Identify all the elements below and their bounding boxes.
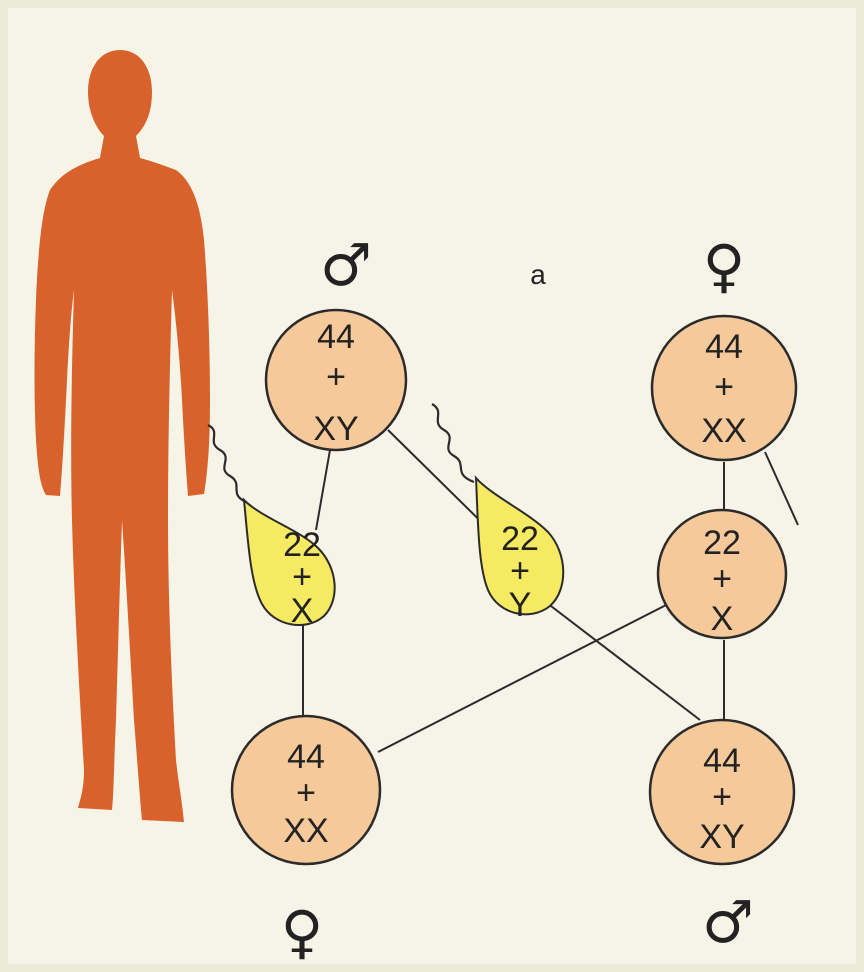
x-sperm-top: 22 xyxy=(283,526,321,564)
father-cell-plus: + xyxy=(326,358,346,396)
male-symbol-icon: ♂ xyxy=(702,888,754,956)
x-sperm-tail xyxy=(207,424,247,504)
cell-circle-icon xyxy=(656,508,788,640)
line-father-to-x-sperm xyxy=(315,449,331,531)
son-cell-plus: + xyxy=(712,778,732,816)
y-sperm-tail xyxy=(431,403,475,484)
female-symbol-icon: ♀ xyxy=(703,232,745,300)
x-sperm: 22 + X xyxy=(242,497,336,630)
father-cell: 44 + XY xyxy=(264,308,408,452)
diagram-label: a xyxy=(530,259,546,290)
sperm-head-icon xyxy=(474,475,565,616)
x-sperm-bottom: X xyxy=(291,592,314,630)
son-cell-top: 44 xyxy=(703,742,741,780)
cell-circle-icon xyxy=(230,714,382,866)
cell-circle-icon xyxy=(650,314,798,462)
line-egg-to-daughter xyxy=(377,601,673,753)
y-sperm-bottom: Y xyxy=(509,586,532,624)
mother-cell-plus: + xyxy=(714,368,734,406)
egg-cell: 22 + X xyxy=(656,508,788,640)
egg-cell-plus: + xyxy=(712,560,732,598)
line-y-sperm-to-son xyxy=(529,589,701,721)
male-symbol-icon: ♂ xyxy=(320,231,372,299)
x-sperm-plus: + xyxy=(292,558,312,596)
y-sperm-top: 22 xyxy=(501,520,539,558)
cell-circle-icon xyxy=(264,308,408,452)
mother-cell-top: 44 xyxy=(705,328,743,366)
sperm-tails xyxy=(207,403,475,504)
daughter-cell: 44 + XX xyxy=(230,714,382,866)
egg-cell-bottom: X xyxy=(711,600,734,638)
y-sperm-plus: + xyxy=(510,552,530,590)
father-cell-top: 44 xyxy=(317,318,355,356)
female-symbol-icon: ♀ xyxy=(281,898,323,966)
y-sperm: 22 + Y xyxy=(474,475,565,624)
mother-cell: 44 + XX xyxy=(650,314,798,462)
mother-cell-bottom: XX xyxy=(701,412,746,450)
father-cell-bottom: XY xyxy=(313,410,358,448)
daughter-cell-plus: + xyxy=(296,774,316,812)
line-mother-continuation xyxy=(764,451,799,526)
cell-circle-icon xyxy=(648,718,796,866)
daughter-cell-top: 44 xyxy=(287,738,325,776)
son-cell: 44 + XY xyxy=(648,718,796,866)
son-cell-bottom: XY xyxy=(699,818,744,856)
human-silhouette-icon xyxy=(34,50,210,822)
egg-cell-top: 22 xyxy=(703,524,741,562)
daughter-cell-bottom: XX xyxy=(283,812,328,850)
sperm-head-icon xyxy=(242,497,336,627)
